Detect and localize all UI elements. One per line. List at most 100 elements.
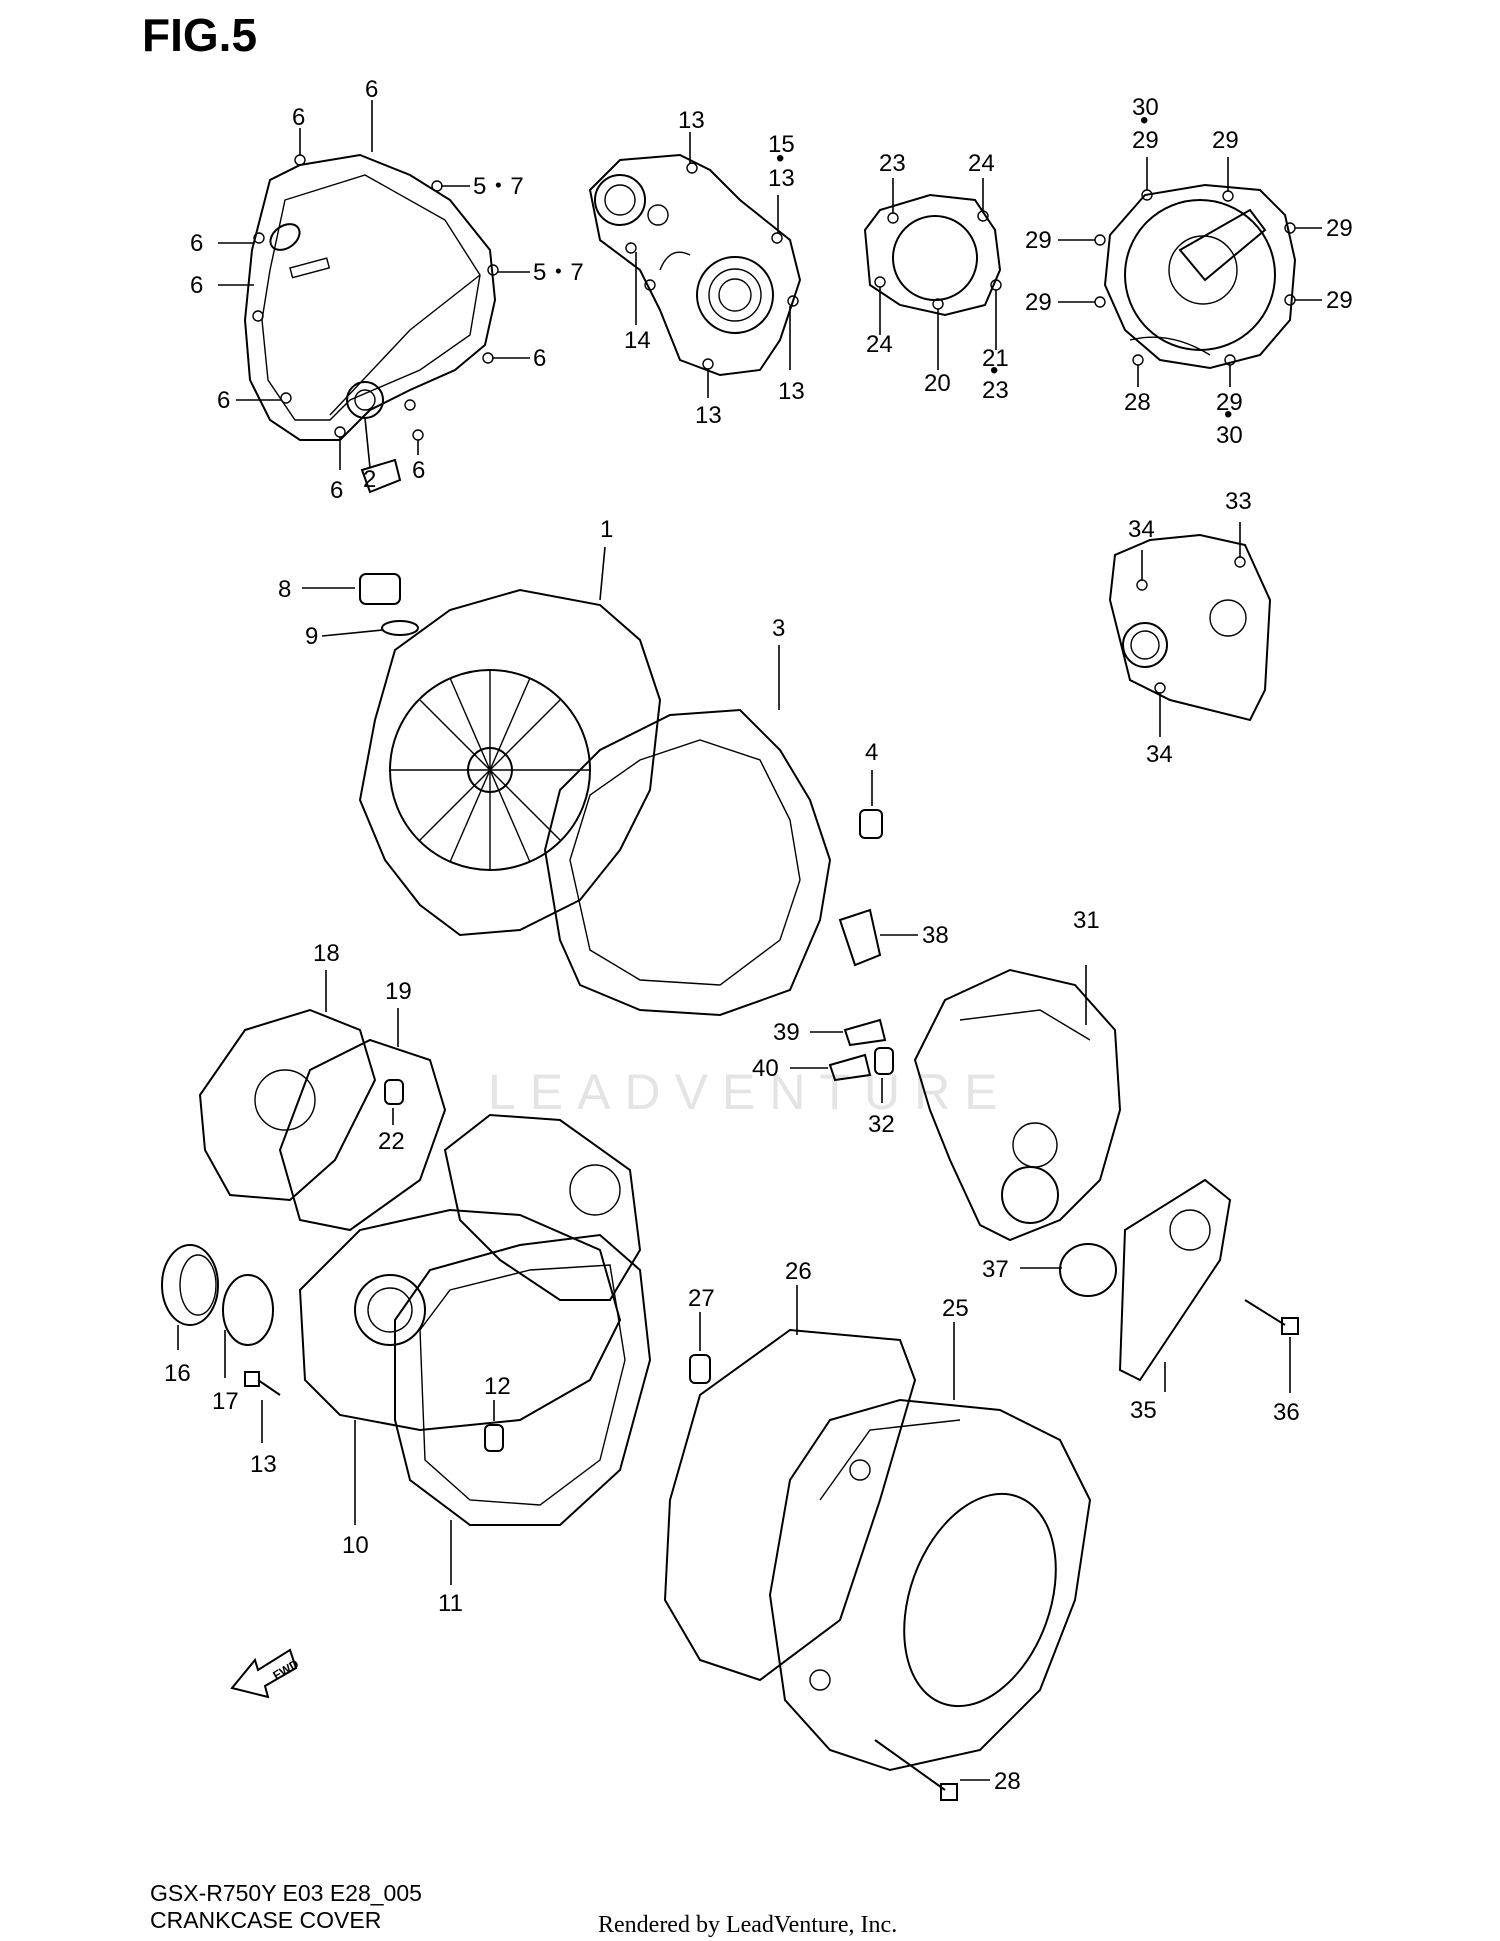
- dowel-pin-22-drawing: [384, 1079, 404, 1105]
- fwd-arrow-icon: FWD: [230, 1648, 301, 1699]
- callout-12: 12: [484, 1373, 511, 1400]
- callout-29: 29: [1025, 227, 1052, 254]
- pump-cover-18-drawing: [198, 1008, 377, 1202]
- callout-14: 14: [624, 327, 651, 354]
- callout-34: 34: [1146, 741, 1173, 768]
- callout-26: 26: [785, 1258, 812, 1285]
- callout-labels: 6 6 5・7 5・7 6 6 6 6 6 2 6 13 15 • 13 14 …: [164, 76, 1353, 1795]
- bolt-28-drawing: [874, 1739, 958, 1801]
- clutch-housing-cover-drawing: [913, 968, 1122, 1242]
- callout-20: 20: [924, 370, 951, 397]
- callout-1: 1: [600, 516, 613, 543]
- callout-24: 24: [968, 150, 995, 177]
- callout-6: 6: [190, 230, 203, 257]
- section-title: CRANKCASE COVER: [150, 1907, 382, 1933]
- callout-37: 37: [982, 1256, 1009, 1283]
- bracket-35-drawing: [1118, 1178, 1232, 1382]
- dowel-pin-12-drawing: [484, 1424, 504, 1452]
- callout-11: 11: [438, 1590, 463, 1617]
- pump-body-10-drawing: [298, 1113, 642, 1432]
- generator-cover-drawing: [1094, 183, 1297, 370]
- callout-dot: •: [776, 145, 784, 172]
- callout-29: 29: [1212, 127, 1239, 154]
- callout-18: 18: [313, 940, 340, 967]
- callout-dot: •: [1224, 401, 1232, 428]
- callout-25: 25: [942, 1295, 969, 1322]
- callout-27: 27: [688, 1285, 715, 1312]
- callout-6: 6: [190, 272, 203, 299]
- gasket-26-drawing: [663, 1328, 917, 1682]
- callout-28: 28: [994, 1768, 1021, 1795]
- callout-35: 35: [1130, 1397, 1157, 1424]
- callout-29: 29: [1216, 389, 1243, 416]
- render-credit: Rendered by LeadVenture, Inc.: [598, 1912, 898, 1938]
- callout-21: 21: [982, 345, 1009, 372]
- callout-4: 4: [865, 739, 878, 766]
- callout-23: 23: [982, 377, 1009, 404]
- callout-29: 29: [1132, 127, 1159, 154]
- bolt-36-drawing: [1244, 1299, 1299, 1335]
- plug-37-drawing: [1059, 1243, 1117, 1297]
- callout-39: 39: [773, 1019, 800, 1046]
- callout-19: 19: [385, 978, 412, 1005]
- callout-15: 15: [768, 131, 795, 158]
- callout-38: 38: [922, 922, 949, 949]
- callout-13: 13: [778, 378, 805, 405]
- callout-5-7: 5・7: [533, 259, 584, 286]
- callout-9: 9: [305, 623, 318, 650]
- callout-30: 30: [1132, 94, 1159, 121]
- callout-6: 6: [292, 104, 305, 131]
- callout-13: 13: [695, 402, 722, 429]
- seal-16-drawing: [161, 1244, 219, 1326]
- callout-13: 13: [250, 1451, 277, 1478]
- callout-31: 31: [1073, 907, 1100, 934]
- callout-23: 23: [879, 150, 906, 177]
- watermark: LEADVENTURE: [488, 1064, 1012, 1120]
- callout-29: 29: [1025, 289, 1052, 316]
- bolt-13-drawing: [244, 1371, 281, 1396]
- callout-6: 6: [365, 76, 378, 103]
- callout-2: 2: [363, 466, 376, 493]
- dowel-pin-32-drawing: [874, 1047, 894, 1075]
- callout-6: 6: [533, 345, 546, 372]
- callout-22: 22: [378, 1128, 405, 1155]
- sprocket-cover-drawing: [1108, 533, 1272, 722]
- callout-28: 28: [1124, 389, 1151, 416]
- model-code: GSX-R750Y E03 E28_005: [150, 1880, 422, 1906]
- callout-17: 17: [212, 1388, 239, 1415]
- callout-16: 16: [164, 1360, 191, 1387]
- callout-6: 6: [217, 387, 230, 414]
- clutch-cover-drawing: [243, 153, 499, 441]
- callout-40: 40: [752, 1055, 779, 1082]
- pump-gasket-11-drawing: [394, 1233, 652, 1526]
- callout-30: 30: [1216, 422, 1243, 449]
- callout-dot: •: [1140, 107, 1148, 134]
- crankcase-cover-drawing: [358, 458, 662, 937]
- crankcase-gasket-drawing: [543, 708, 832, 1017]
- callout-34: 34: [1128, 516, 1155, 543]
- callout-dot: •: [990, 357, 998, 384]
- callout-6: 6: [330, 477, 343, 504]
- callout-5-7: 5・7: [473, 173, 524, 200]
- pump-gasket-19-drawing: [278, 1038, 447, 1232]
- callout-3: 3: [772, 615, 785, 642]
- callout-13: 13: [678, 107, 705, 134]
- callout-8: 8: [278, 576, 291, 603]
- callout-10: 10: [342, 1532, 369, 1559]
- callout-32: 32: [868, 1111, 895, 1138]
- callout-6: 6: [412, 457, 425, 484]
- callout-29: 29: [1326, 287, 1353, 314]
- figure-title: FIG.5: [142, 9, 258, 61]
- callout-24: 24: [866, 331, 893, 358]
- callout-29: 29: [1326, 215, 1353, 242]
- dowel-pin-4-drawing: [859, 809, 883, 839]
- oring-17-drawing: [222, 1274, 274, 1346]
- seal-38-40-drawing: [828, 908, 887, 1082]
- starter-cover-drawing: [863, 193, 1002, 317]
- callout-33: 33: [1225, 488, 1252, 515]
- oil-filler-cap-drawing: [359, 573, 419, 636]
- callout-36: 36: [1273, 1399, 1300, 1426]
- dowel-pin-27-drawing: [689, 1354, 711, 1384]
- generator-cover-25-drawing: [768, 1398, 1092, 1772]
